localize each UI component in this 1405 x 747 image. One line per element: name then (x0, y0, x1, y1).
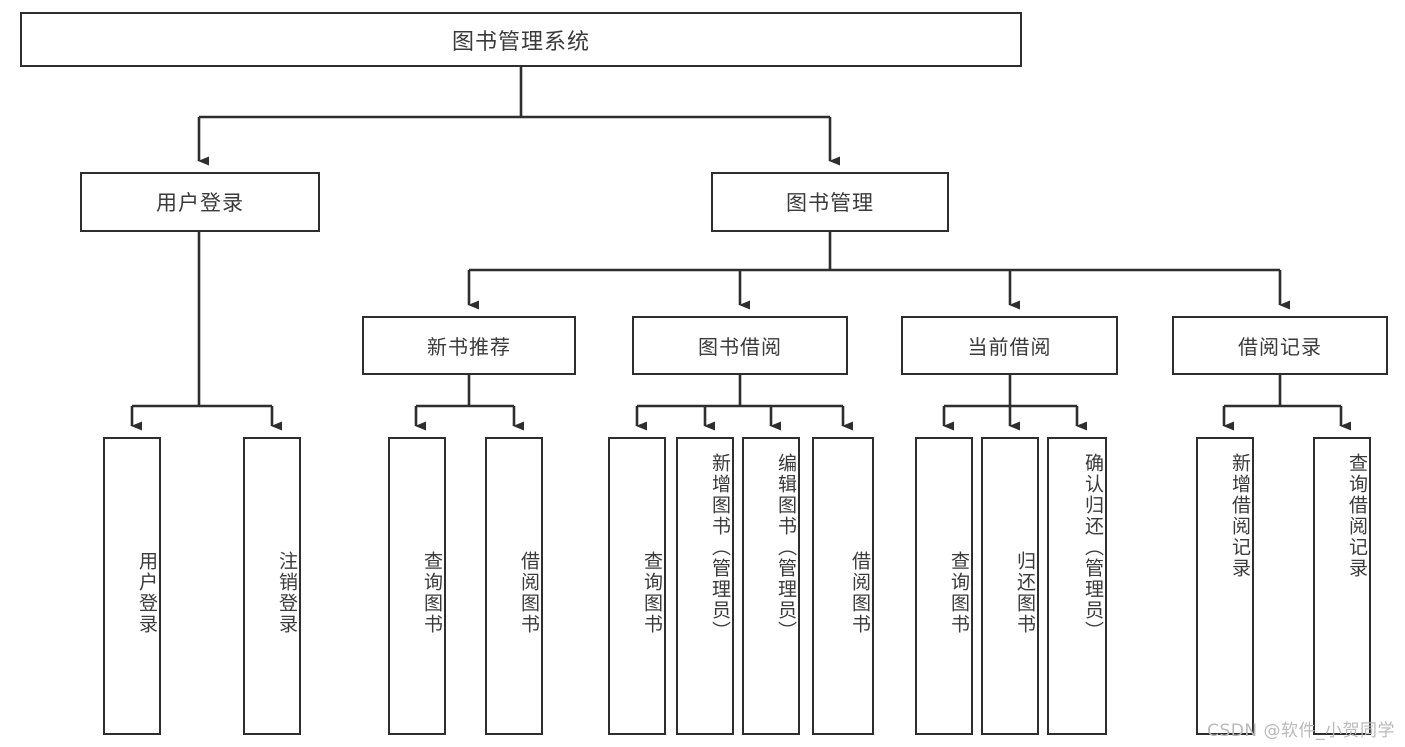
leaf-borrow-book[interactable]: 借阅图书 (812, 437, 874, 735)
leaf-return-book[interactable]: 归还图书 (981, 437, 1039, 735)
node-borrow-record[interactable]: 借阅记录 (1172, 316, 1388, 375)
leaf-add-borrow-record[interactable]: 新增借阅记录 (1196, 437, 1254, 735)
node-current-borrow[interactable]: 当前借阅 (901, 316, 1118, 375)
node-book-borrow[interactable]: 图书借阅 (632, 316, 848, 375)
node-root[interactable]: 图书管理系统 (20, 12, 1022, 67)
watermark-text: CSDN @软件_小贺同学 (1207, 721, 1395, 741)
node-book-manage[interactable]: 图书管理 (711, 172, 949, 232)
leaf-query-book-recommend[interactable]: 查询图书 (388, 437, 446, 735)
node-user-login[interactable]: 用户登录 (80, 172, 320, 232)
leaf-borrow-book-recommend[interactable]: 借阅图书 (485, 437, 543, 735)
node-new-book-recommend[interactable]: 新书推荐 (362, 316, 576, 375)
leaf-edit-book[interactable]: 编辑图书（管理员） (742, 437, 800, 735)
leaf-query-borrow-record[interactable]: 查询借阅记录 (1313, 437, 1371, 735)
leaf-user-login[interactable]: 用户登录 (103, 437, 161, 735)
leaf-add-book[interactable]: 新增图书（管理员） (676, 437, 734, 735)
leaf-query-book-current[interactable]: 查询图书 (915, 437, 973, 735)
leaf-user-logout[interactable]: 注销登录 (243, 437, 301, 735)
leaf-confirm-return[interactable]: 确认归还（管理员） (1047, 437, 1107, 735)
leaf-query-book-borrow[interactable]: 查询图书 (608, 437, 666, 735)
